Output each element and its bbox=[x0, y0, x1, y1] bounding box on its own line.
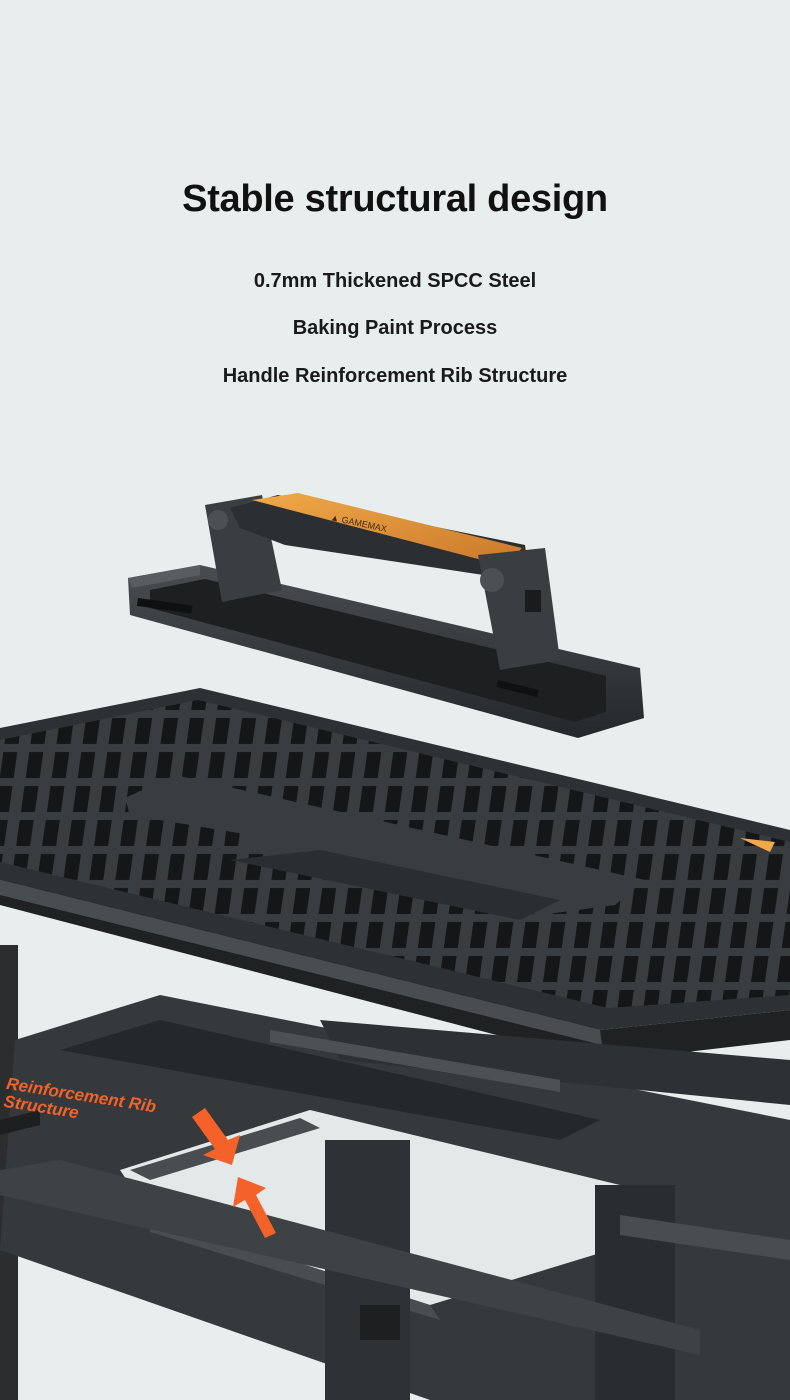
handle-assembly: ▲ GAMEMAX bbox=[128, 493, 644, 738]
arrow-icon bbox=[192, 1108, 240, 1165]
page-title: Stable structural design bbox=[182, 178, 608, 220]
feature-paint: Baking Paint Process bbox=[292, 317, 498, 339]
feature-steel: 0.7mm Thickened SPCC Steel bbox=[253, 270, 537, 292]
arrow-icon bbox=[233, 1177, 276, 1238]
feature-rib: Handle Reinforcement Rib Structure bbox=[222, 365, 568, 387]
callout-arrows bbox=[192, 1108, 276, 1238]
chassis-frame bbox=[0, 945, 790, 1400]
top-mesh-panel bbox=[0, 688, 790, 1062]
